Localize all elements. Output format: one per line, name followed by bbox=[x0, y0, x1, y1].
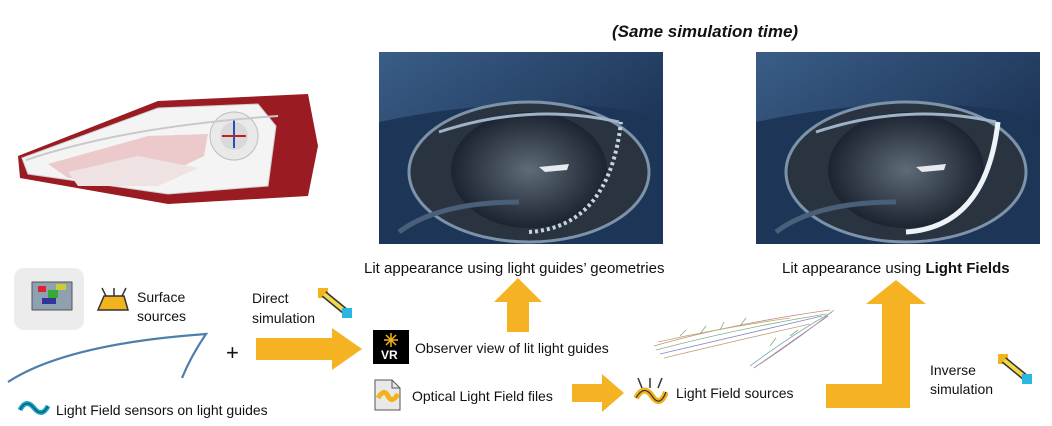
direct-simulation-label-1: Direct bbox=[252, 290, 289, 306]
direct-simulation-arrow bbox=[256, 328, 362, 370]
direct-simulation-label-2: simulation bbox=[252, 310, 316, 326]
render-light-fields bbox=[756, 52, 1040, 244]
light-field-sources-label: Light Field sources bbox=[676, 385, 794, 401]
surface-sources-label-1: Surface bbox=[137, 289, 186, 305]
light-fields-caption-bold: Light Fields bbox=[925, 260, 1010, 277]
light-field-ray-bundle bbox=[653, 309, 835, 369]
light-fields-caption: Lit appearance using Light Fields bbox=[782, 260, 1010, 278]
light-field-sensors-label: Light Field sensors on light guides bbox=[56, 402, 268, 418]
optical-light-field-files-label: Optical Light Field files bbox=[412, 388, 553, 404]
light-guide-sensor-curve bbox=[7, 332, 209, 383]
direct-simulation-icon bbox=[318, 288, 352, 318]
inverse-simulation-icon bbox=[998, 354, 1032, 384]
vr-icon: VR bbox=[373, 330, 409, 364]
inverse-simulation-arrow bbox=[826, 280, 926, 408]
inverse-simulation-label-2: simulation bbox=[930, 381, 994, 397]
same-simulation-time-label: (Same simulation time) bbox=[612, 22, 799, 41]
headlamp-cad-model bbox=[18, 94, 318, 204]
surface-source-icon bbox=[96, 287, 129, 311]
plus-sign: + bbox=[226, 340, 239, 365]
render-light-guide-geometry bbox=[379, 52, 663, 244]
light-field-source-icon bbox=[633, 377, 668, 405]
geometry-caption: Lit appearance using light guides’ geome… bbox=[364, 260, 665, 277]
lamp-thumbnail bbox=[14, 268, 84, 330]
vr-badge-text: VR bbox=[381, 348, 398, 362]
optical-light-field-file-icon bbox=[374, 379, 401, 411]
surface-sources-label-2: sources bbox=[137, 308, 187, 324]
files-to-sources-arrow bbox=[572, 374, 624, 412]
inverse-simulation-label-1: Inverse bbox=[930, 362, 976, 378]
observer-up-arrow bbox=[494, 278, 542, 332]
light-field-sensor-icon bbox=[18, 401, 50, 415]
light-fields-caption-prefix: Lit appearance using bbox=[782, 260, 926, 277]
observer-view-label: Observer view of lit light guides bbox=[415, 340, 609, 356]
